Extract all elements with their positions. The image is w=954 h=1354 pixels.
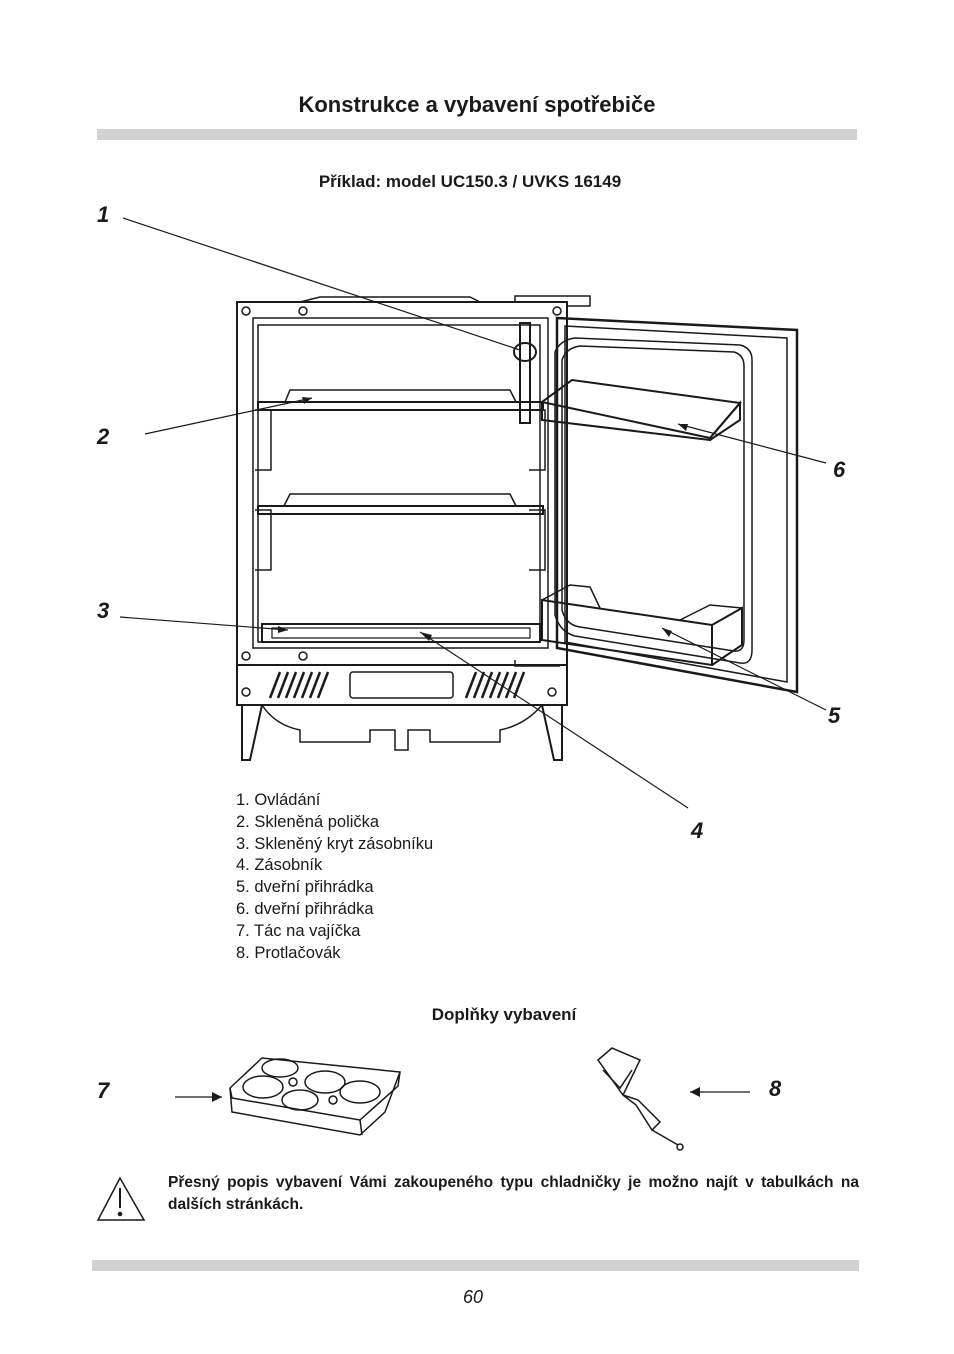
leader-4 <box>419 631 689 809</box>
leader-2 <box>144 397 313 435</box>
legend-item: 2. Skleněná polička <box>236 812 380 831</box>
legend-item: 4. Zásobník <box>236 856 323 875</box>
callout-4: 4 <box>691 818 704 843</box>
leader-3 <box>119 616 289 631</box>
callout-3: 3 <box>97 598 110 623</box>
accessories-title: Doplňky vybavení <box>431 1005 577 1024</box>
legend-item: 1. Ovládání <box>236 791 321 809</box>
legend-item: 5. dveřní přihrádka <box>236 878 374 897</box>
figure-subtitle: Příklad: model UC150.3 / UVKS 16149 <box>318 172 622 191</box>
callout-5: 5 <box>828 703 841 728</box>
plunger-drawing <box>596 1047 684 1151</box>
leader-5 <box>661 627 827 711</box>
legend-item: 8. Protlačovák <box>236 943 341 962</box>
legend-item: 7. Tác na vajíčka <box>236 921 361 940</box>
page-number: 60 <box>462 1287 484 1307</box>
header-rule <box>97 129 857 140</box>
parts-legend: 1. Ovládání 2. Skleněná polička 3. Sklen… <box>236 790 433 964</box>
warning-triangle-icon <box>96 1176 146 1221</box>
callout-6: 6 <box>833 457 846 482</box>
leader-1 <box>122 217 521 351</box>
callout-7: 7 <box>97 1078 110 1103</box>
note-text: Přesný popis vybavení Vámi zakoupeného t… <box>168 1174 859 1213</box>
callout-2: 2 <box>97 424 110 449</box>
door-outline <box>555 316 799 694</box>
legend-item: 6. dveřní přihrádka <box>236 899 374 918</box>
egg-tray-drawing <box>229 1057 402 1136</box>
footer-rule <box>92 1260 859 1271</box>
callout-1: 1 <box>97 202 110 227</box>
page-title: Konstrukce a vybavení spotřebiče <box>298 92 656 117</box>
cabinet-outline <box>236 301 568 666</box>
legend-item: 3. Skleněný kryt zásobníku <box>236 834 434 853</box>
callout-8: 8 <box>769 1076 782 1101</box>
leader-6 <box>677 423 827 464</box>
